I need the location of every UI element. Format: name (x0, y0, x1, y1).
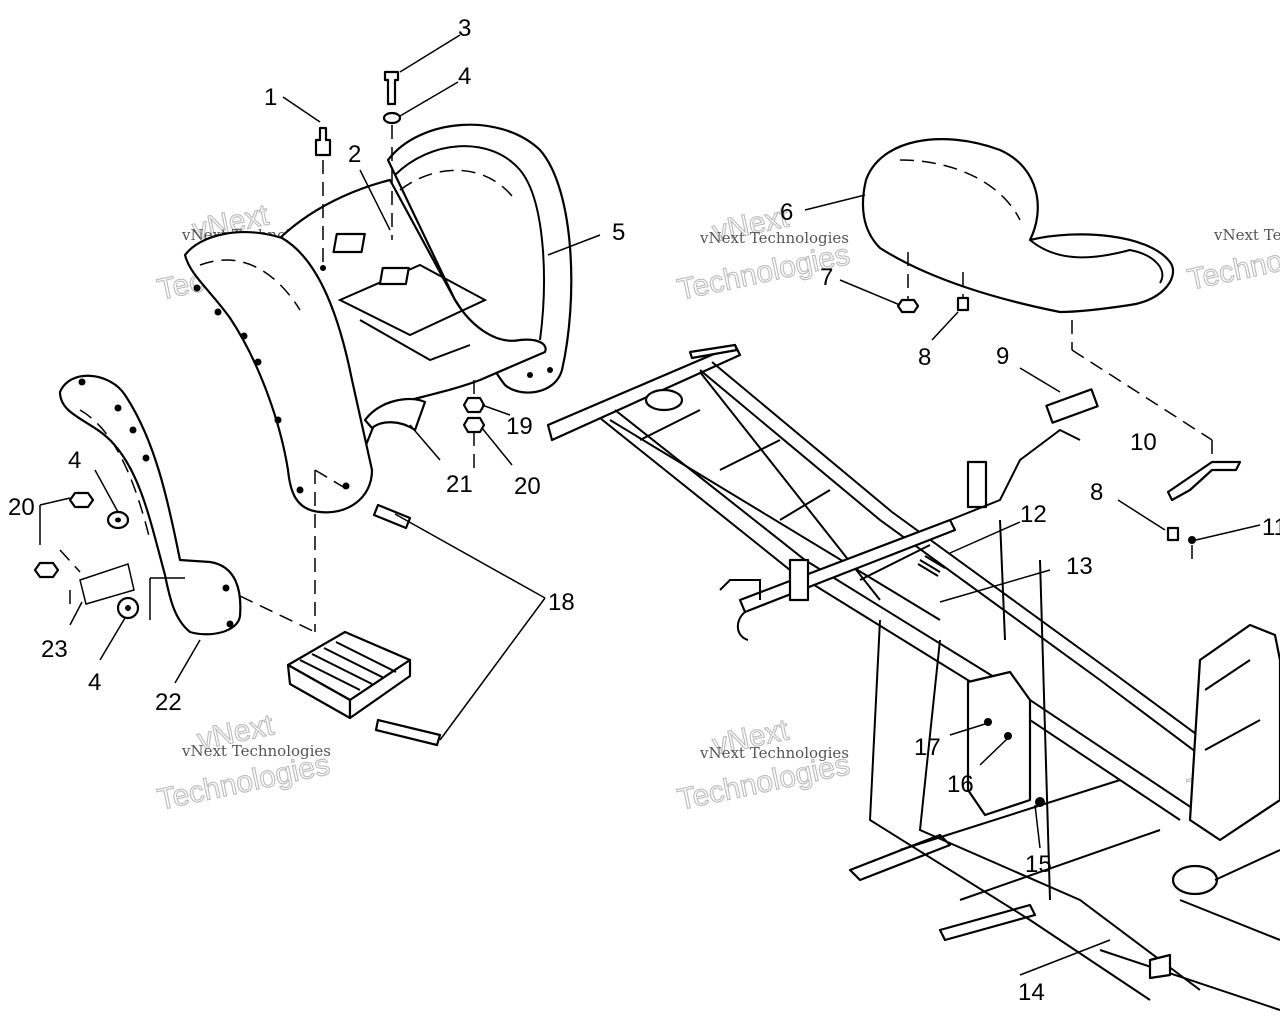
watermark-text: vNext Technologies (181, 742, 331, 760)
callout-10: 10 (1130, 429, 1157, 456)
footrest-bracket (286, 630, 412, 720)
watermark-text: vNext Technologies (1213, 226, 1280, 244)
callout-22: 22 (155, 689, 182, 716)
callout-14: 14 (1018, 979, 1045, 1006)
watermark-bottom-left: vNext vNext Technologies Technologies (154, 708, 333, 817)
callout-2: 2 (348, 141, 361, 168)
callout-20-fender: 20 (514, 473, 541, 500)
callout-8-bracket: 8 (1090, 479, 1103, 506)
watermark-bottom-center: vNext vNext Technologies Technologies (674, 713, 853, 817)
watermark-top-right: vNext Technologies Technologies (1184, 226, 1280, 297)
callout-4-top: 4 (458, 63, 471, 90)
callout-5: 5 (612, 219, 625, 246)
frame (546, 343, 1280, 1011)
callout-4-upper-left: 4 (68, 447, 81, 474)
callout-13: 13 (1066, 553, 1093, 580)
callout-23: 23 (41, 636, 68, 663)
callout-18: 18 (548, 589, 575, 616)
leader-lines (39, 34, 1261, 976)
callout-8-seat: 8 (918, 344, 931, 371)
callout-1: 1 (264, 84, 277, 111)
callout-15: 15 (1025, 851, 1052, 878)
callout-19: 19 (506, 413, 533, 440)
callout-7: 7 (820, 264, 833, 291)
callout-21: 21 (446, 471, 473, 498)
callout-4-lower-left: 4 (88, 669, 101, 696)
callout-17: 17 (914, 734, 941, 761)
callout-11: 11 (1262, 514, 1280, 541)
watermark-text: vNext Technologies (699, 229, 849, 247)
seat (861, 138, 1175, 314)
callout-12: 12 (1020, 501, 1047, 528)
watermark-text: vNext Technologies (699, 744, 849, 762)
callout-3: 3 (458, 15, 471, 42)
side-fender-extension (58, 374, 242, 636)
hardware (33, 70, 1242, 807)
callout-6: 6 (780, 199, 793, 226)
callout-20-side: 20 (8, 494, 35, 521)
callout-16: 16 (947, 771, 974, 798)
rear-fender (183, 123, 573, 514)
callout-labels: 1 3 4 2 5 6 7 8 9 10 8 11 12 13 14 15 16… (8, 15, 1280, 1006)
callout-9: 9 (996, 343, 1009, 370)
